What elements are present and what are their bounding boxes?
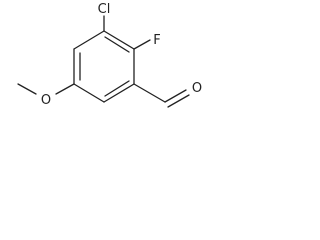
bond-c2-fluorine bbox=[133, 39, 151, 50]
ring-bond-c4-c3 bbox=[73, 30, 105, 50]
benzene-ring bbox=[73, 30, 135, 103]
atom-label-fluorine: F bbox=[153, 33, 160, 48]
atom-label-aldehyde-oxygen: O bbox=[192, 81, 202, 96]
bond-methoxy-oxygen-methyl bbox=[17, 83, 37, 95]
atom-label-methoxy-oxygen: O bbox=[41, 93, 51, 108]
ring-bond-c3-c2 bbox=[103, 30, 135, 50]
bond-c1-aldehyde-carbon bbox=[133, 83, 166, 103]
ring-double-bond-c3-c2 bbox=[104, 36, 130, 53]
ring-bond-c6-c5 bbox=[73, 83, 105, 103]
atom-label-chlorine: Cl bbox=[98, 2, 111, 17]
ring-bond-c1-c6 bbox=[103, 83, 135, 103]
bond-c5-methoxy-oxygen bbox=[55, 83, 75, 95]
bond-aldehyde-c-o-single bbox=[164, 89, 187, 103]
ring-double-bond-c1-c6 bbox=[104, 80, 130, 97]
molecule-structure-diagram: Cl F O O bbox=[17, 2, 202, 108]
bond-aldehyde-c-o-double bbox=[167, 94, 190, 108]
